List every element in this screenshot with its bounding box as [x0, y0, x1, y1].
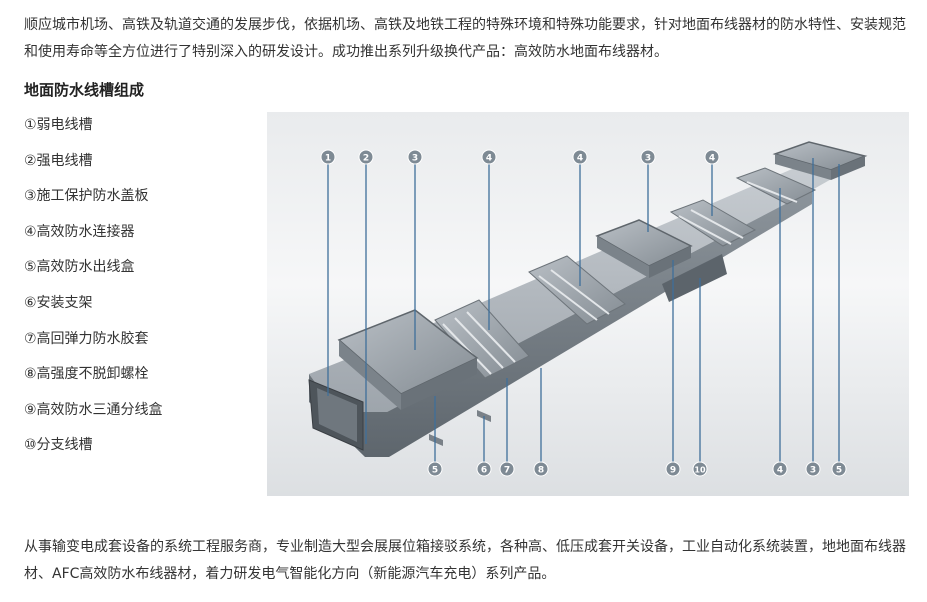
callout-bottom: 5: [831, 461, 847, 477]
callout-label: 4: [709, 154, 715, 164]
callout-bottom: 4: [772, 461, 788, 477]
callout-top: 4: [481, 149, 497, 165]
section-title: 地面防水线槽组成: [24, 81, 145, 99]
connector: [735, 167, 817, 205]
component-item: ⑩分支线槽: [24, 437, 93, 454]
callout-bottom: 10: [692, 461, 708, 477]
callout-label: 4: [777, 466, 783, 476]
component-item: ④高效防水连接器: [24, 223, 135, 240]
callout-label: 9: [670, 466, 676, 476]
branch-trunk: [662, 254, 727, 302]
callout-top: 4: [572, 149, 588, 165]
component-item: ③施工保护防水盖板: [24, 188, 149, 205]
callout-label: 10: [694, 466, 706, 475]
component-list: ①弱电线槽 ②强电线槽 ③施工保护防水盖板 ④高效防水连接器 ⑤高效防水出线盒 …: [24, 112, 163, 468]
callout-top: 3: [407, 149, 423, 165]
component-item: ⑧高强度不脱卸螺栓: [24, 366, 149, 383]
callout-top: 2: [358, 149, 374, 165]
callout-top: 3: [640, 149, 656, 165]
connector: [669, 199, 757, 247]
callout-label: 6: [481, 466, 487, 476]
callout-bottom: 9: [665, 461, 681, 477]
component-item: ⑦高回弹力防水胶套: [24, 330, 149, 347]
callout-label: 5: [836, 466, 842, 476]
component-item: ⑨高效防水三通分线盒: [24, 401, 163, 418]
callout-label: 1: [325, 154, 331, 164]
protective-cover-plate: [595, 219, 693, 278]
component-item: ②强电线槽: [24, 152, 93, 169]
component-item: ⑤高效防水出线盒: [24, 259, 135, 276]
callout-label: 3: [810, 466, 816, 476]
intro-paragraph: 顺应城市机场、高铁及轨道交通的发展步伐，依据机场、高铁及地铁工程的特殊环境和特殊…: [24, 17, 906, 60]
callout-bottom: 8: [533, 461, 549, 477]
callout-label: 2: [363, 154, 369, 164]
protective-cover-plate: [337, 309, 479, 410]
callout-label: 7: [504, 466, 510, 476]
connector: [528, 255, 626, 325]
leader-lines: [327, 158, 840, 468]
callout-bottom: 5: [427, 461, 443, 477]
callout-label: 4: [577, 154, 583, 164]
trunking-illustration: 1 2 3 4 4 3 4 5: [308, 141, 868, 477]
callout-top: 4: [704, 149, 720, 165]
callout-bottom: 3: [805, 461, 821, 477]
outro-paragraph: 从事输变电成套设备的系统工程服务商，专业制造大型会展展位箱接驳系统，各种高、低压…: [24, 539, 906, 582]
trunking-system-diagram: 1 2 3 4 4 3 4 5: [267, 112, 909, 496]
callout-bottom: 6: [476, 461, 492, 477]
callout-label: 3: [645, 154, 651, 164]
callout-bottom: 7: [499, 461, 515, 477]
component-item: ①弱电线槽: [24, 117, 93, 133]
component-item: ⑥安装支架: [24, 294, 93, 311]
callout-label: 3: [412, 154, 418, 164]
callout-label: 5: [432, 466, 438, 476]
callout-label: 4: [486, 154, 492, 164]
callout-top: 1: [320, 149, 336, 165]
callout-label: 8: [538, 466, 544, 476]
